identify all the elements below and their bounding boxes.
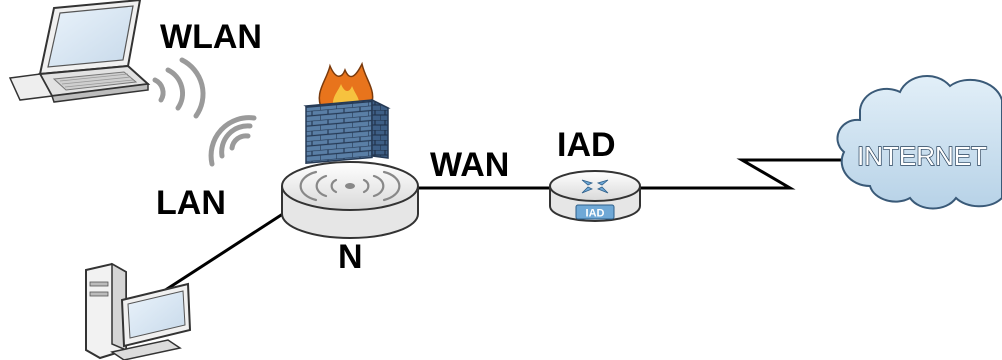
laptop-icon (8, 0, 151, 103)
lan-label: LAN (156, 184, 226, 222)
router-signal-mark (299, 170, 401, 202)
cloud-icon: INTERNET (836, 74, 1002, 210)
internet-label: INTERNET (857, 141, 987, 171)
wireless-signal-icon (152, 57, 257, 167)
desktop-computer-icon (85, 262, 192, 360)
wlan-label: WLAN (160, 18, 262, 56)
wan-label: WAN (430, 146, 510, 184)
links (149, 158, 860, 302)
lightning-link (640, 158, 860, 190)
iad-label: IAD (557, 126, 616, 164)
iad-badge-text: IAD (586, 208, 605, 220)
iad-router-icon: IAD (549, 170, 641, 222)
iad-arrows (581, 179, 609, 194)
firewall-icon (303, 61, 391, 165)
lan-link (149, 206, 293, 302)
device-n-label: N (338, 238, 363, 276)
wireless-router-icon (281, 161, 419, 239)
iad-badge (575, 204, 615, 220)
